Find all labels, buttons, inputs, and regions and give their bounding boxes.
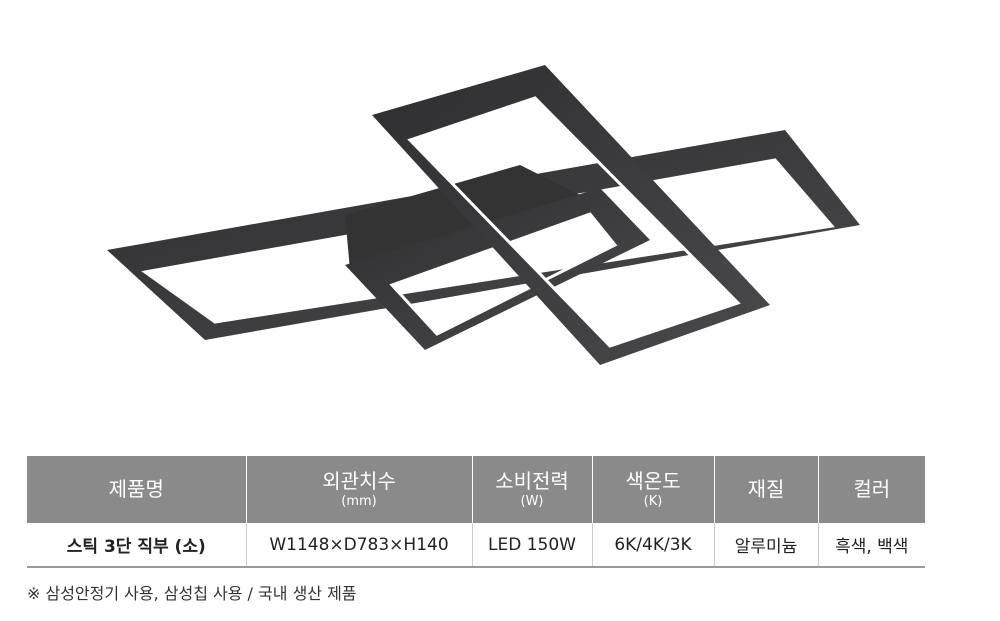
cell-power: LED 150W <box>472 523 593 568</box>
ceiling-lamp-image <box>107 65 860 365</box>
cell-product-name: 스틱 3단 직부 (소) <box>27 523 247 568</box>
product-note: ※ 삼성안정기 사용, 삼성칩 사용 / 국내 생산 제품 <box>27 584 357 603</box>
spec-table: 제품명 외관치수(mm) 소비전력(W) 색온도(K) 재질 컬러 스틱 3단 … <box>27 456 925 568</box>
table-row: 스틱 3단 직부 (소) W1148×D783×H140 LED 150W 6K… <box>27 523 925 568</box>
cell-color: 흑색, 백색 <box>818 523 925 568</box>
lamp-frame-front <box>372 65 770 365</box>
header-color-temp: 색온도(K) <box>592 456 715 523</box>
lamp-frame-middle <box>345 188 650 350</box>
header-color: 컬러 <box>818 456 925 523</box>
header-power: 소비전력(W) <box>472 456 593 523</box>
cell-dimensions: W1148×D783×H140 <box>246 523 473 568</box>
cell-material: 알루미늄 <box>714 523 819 568</box>
spec-table-header: 제품명 외관치수(mm) 소비전력(W) 색온도(K) 재질 컬러 <box>27 456 925 523</box>
header-dimensions: 외관치수(mm) <box>246 456 473 523</box>
header-product-name: 제품명 <box>27 456 247 523</box>
header-material: 재질 <box>714 456 819 523</box>
cell-color-temp: 6K/4K/3K <box>592 523 715 568</box>
